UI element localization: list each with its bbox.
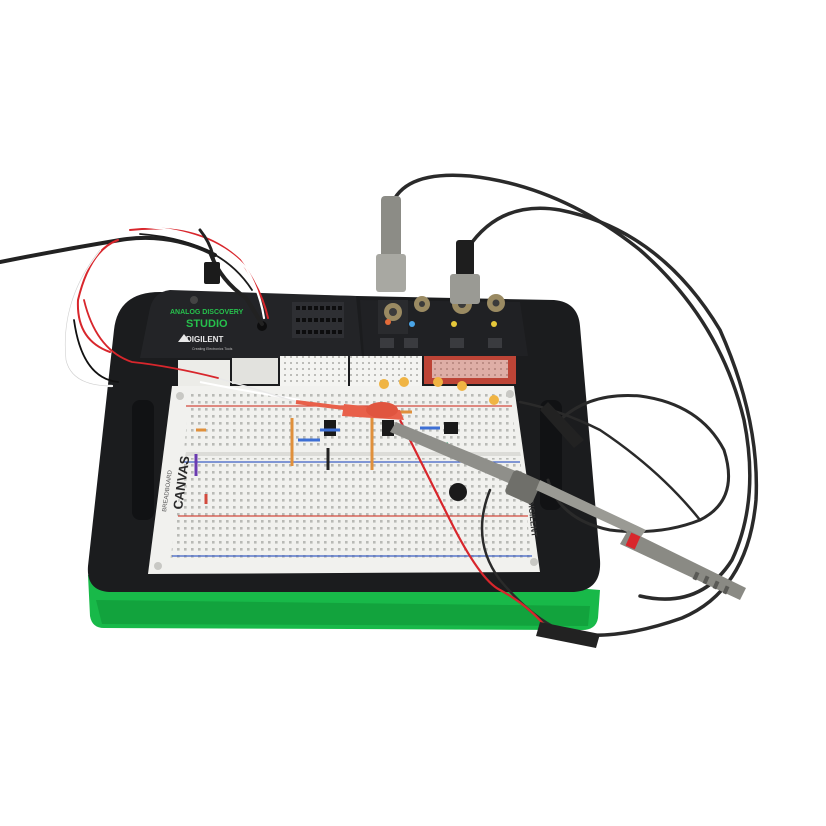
breadboard-canvas	[148, 386, 540, 574]
probe-bnc-plug-2	[456, 240, 474, 276]
bnc-connectors	[378, 294, 505, 348]
probe-ferrule-bottom	[536, 622, 600, 648]
scope-probe-grey	[390, 422, 746, 600]
side-logo: DIGILENT	[526, 499, 539, 537]
usb-plug	[204, 262, 220, 284]
wire-bundle	[0, 224, 269, 388]
brand-line: ANALOG DISCOVERY	[170, 309, 244, 316]
red-probe-lead	[399, 419, 551, 633]
digilent-logo-icon	[178, 334, 190, 342]
canvas-title: CANVAS	[170, 455, 192, 511]
probe-ferrule-right	[540, 402, 584, 448]
maker-logo: DIGILENT	[186, 335, 223, 344]
product-name: STUDIO	[186, 318, 228, 330]
power-button[interactable]	[190, 296, 198, 304]
circuit-components	[194, 377, 499, 504]
maker-tagline: Creating Electronics Tools	[192, 347, 233, 351]
canvas-subtitle: BREADBOARD	[162, 469, 174, 512]
probe-cables	[388, 173, 759, 638]
probe-bnc-plug-1	[381, 196, 401, 258]
